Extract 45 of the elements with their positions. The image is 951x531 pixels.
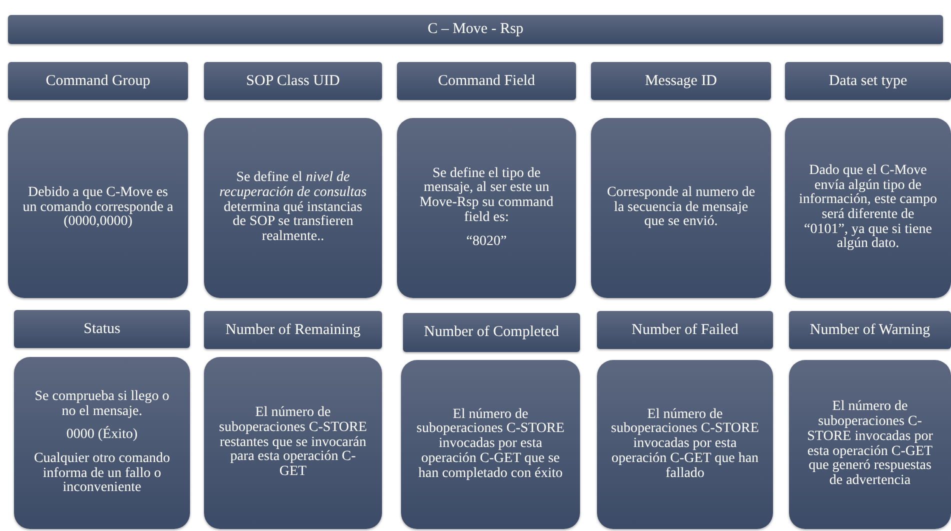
field-header [597,311,773,349]
description-card [401,360,580,529]
description-text: Debido a que C-Move es un comando corresponde a (0000,0000) [22,186,174,230]
field-header [403,313,580,352]
field-header [14,310,190,348]
description-text: Se define el nivel de recuperación de consultas determina qué instancias de SOP se transfieren realmente.. [218,171,368,245]
header-text: Number of Completed [424,324,559,341]
description-card [397,118,576,298]
field-header [785,62,951,100]
title-text: C – Move - Rsp [428,21,524,38]
description-card [14,357,190,529]
header-text: Message ID [644,72,718,90]
field-header [591,62,771,100]
field-header [204,62,382,100]
description-card [789,360,951,529]
description-card [785,118,951,298]
header-text: Number of Failed [632,322,738,338]
description-text: Dado que el C-Move envía algún tipo de información, este campo será diferente de “0101”, ya que si tiene algún dato. [799,164,937,252]
description-text: El número de suboperaciones C-STORE restantes que se invocarán para esta operación C-GET [218,406,368,480]
header-text: Data set type [828,72,908,90]
description-text: El número de suboperaciones C-STORE invocadas por esta operación C-GET que generó respuestas de advertencia [806,400,934,489]
header-text: Command Group [46,72,150,90]
description-text: Se define el tipo de mensaje, al ser este un Move-Rsp su command field es: [418,166,554,226]
description-text: 0000 (Éxito) [66,428,138,443]
description-card [8,118,188,298]
field-header [8,62,188,100]
description-card [591,118,771,298]
description-text: El número de suboperaciones C-STORE invocadas por esta operación C-GET que se han completado con éxito [416,408,566,482]
field-header [397,62,576,100]
description-text: “8020” [466,234,507,250]
header-text: Number of Warning [810,322,930,338]
header-text: Number of Remaining [226,322,360,338]
header-text: Command Field [438,72,536,90]
description-text: El número de suboperaciones C-STORE invocadas por esta operación C-GET que han fallado [611,408,759,482]
description-card [597,360,773,529]
field-header [789,311,951,349]
description-text: Cualquier otro comando informa de un fallo o inconveniente [32,452,172,496]
description-card [204,118,382,298]
description-text: Se comprueba si llego o no el mensaje. [34,390,170,420]
header-text: Status [84,320,120,338]
field-header [204,311,382,349]
description-text: Corresponde al numero de la secuencia de mensaje que se envió. [606,186,756,230]
description-card [204,357,382,529]
header-text: SOP Class UID [246,72,340,90]
title-bar [8,15,943,44]
